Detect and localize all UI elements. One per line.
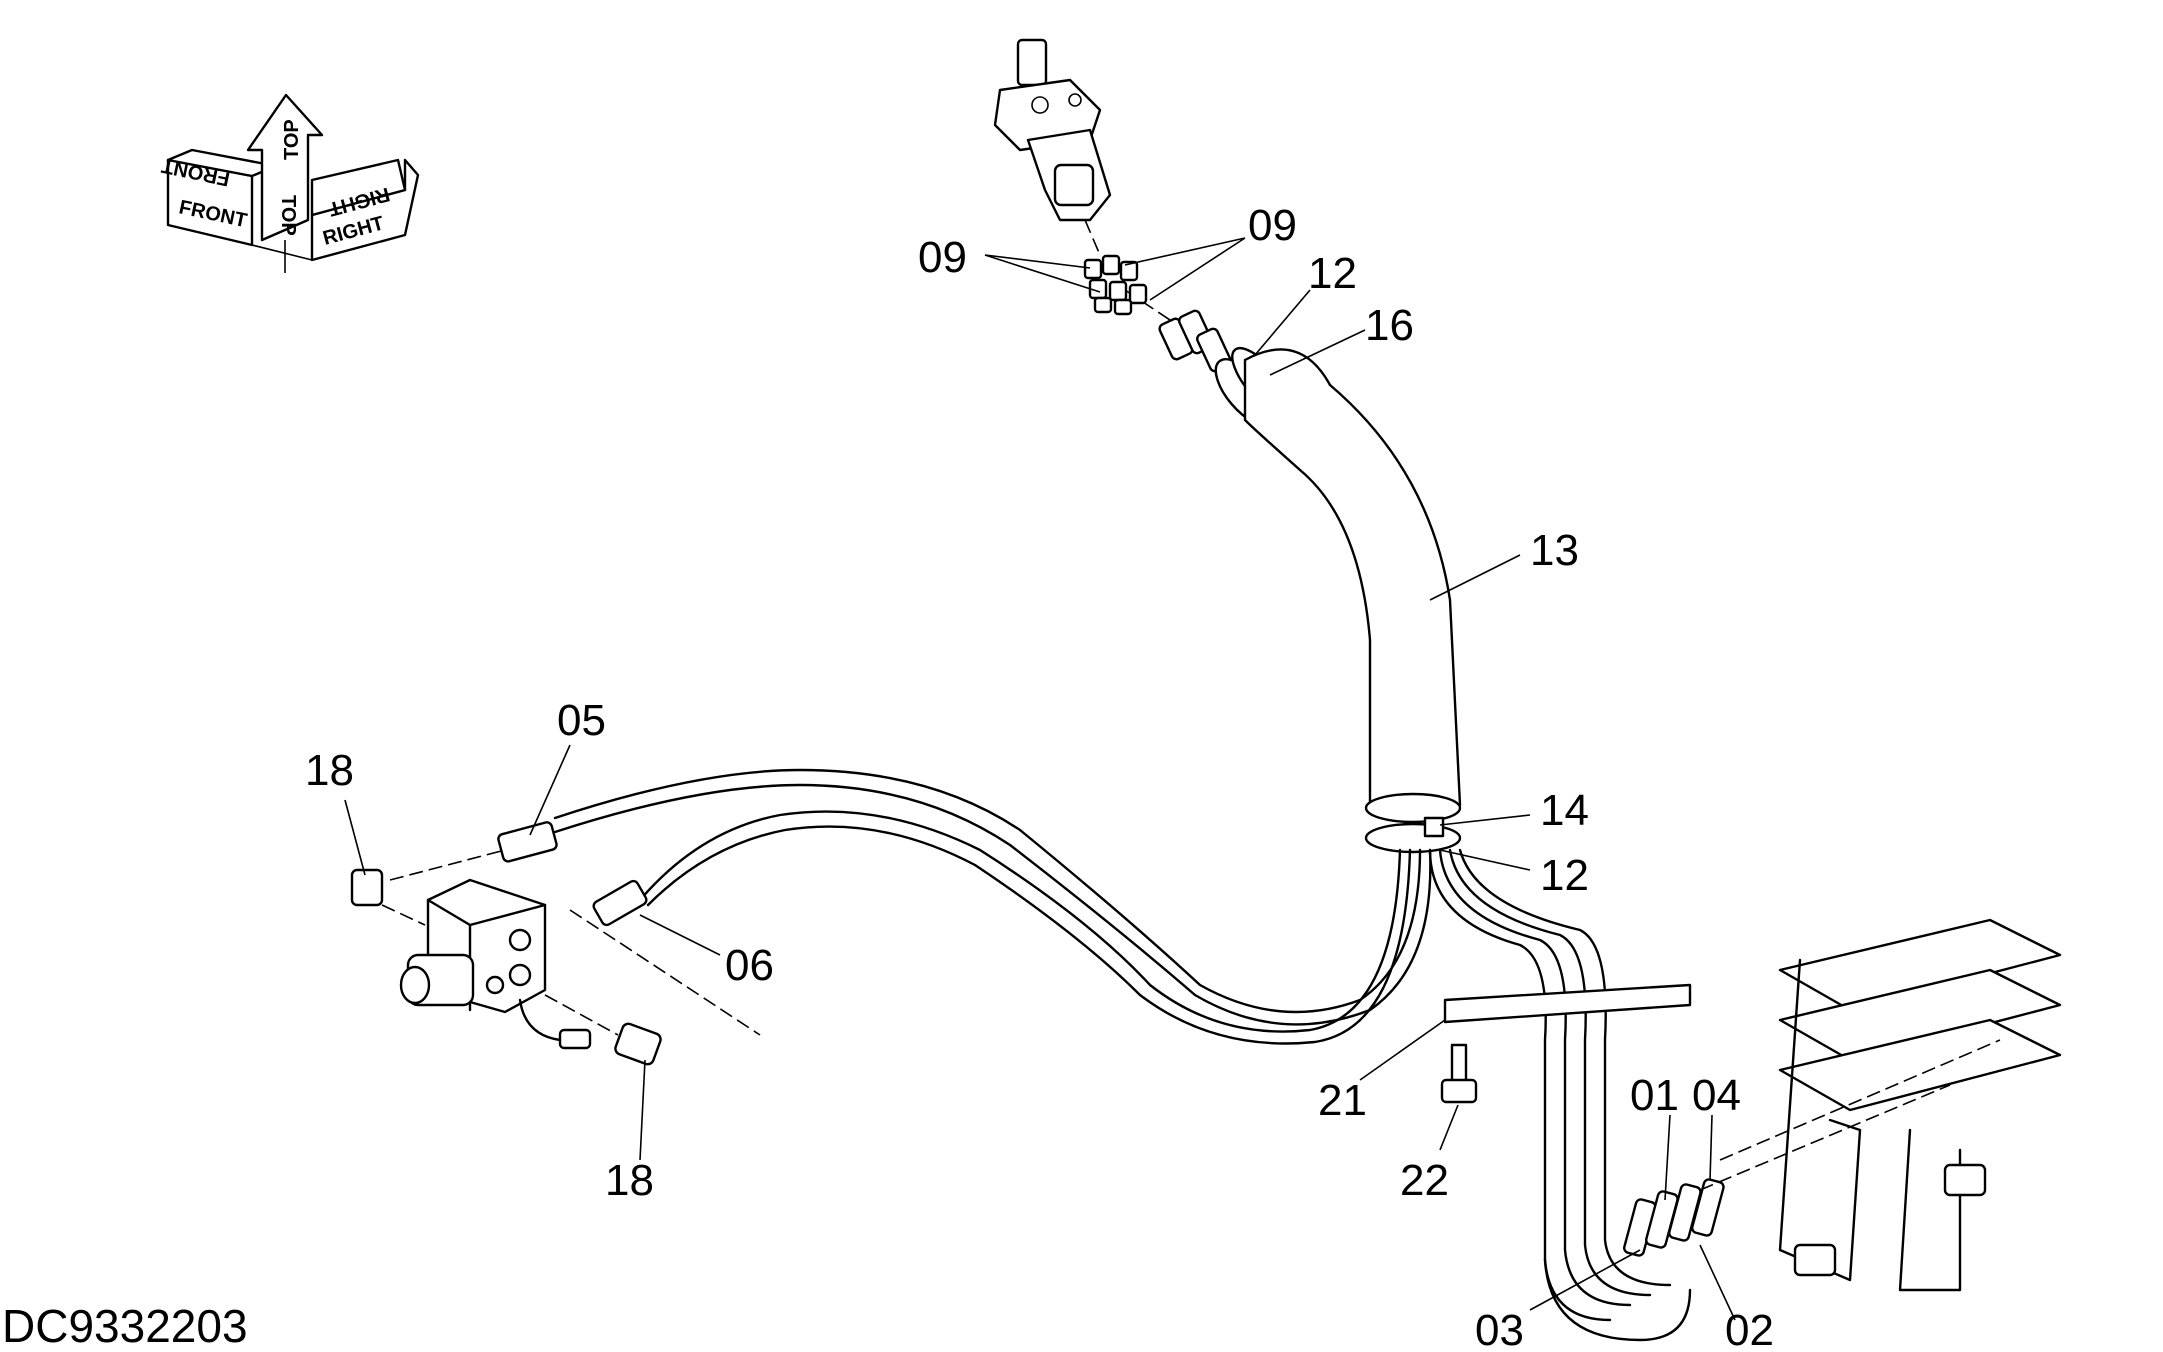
callout-03: 03 bbox=[1475, 1306, 1524, 1352]
callout-16: 16 bbox=[1365, 301, 1414, 350]
drawing-code: DC9332203 bbox=[2, 1300, 248, 1352]
callout-04: 04 bbox=[1692, 1071, 1741, 1120]
callout-13: 13 bbox=[1530, 526, 1579, 575]
right-arrow-top bbox=[310, 158, 407, 217]
control-valve-bank bbox=[1699, 918, 2062, 1292]
orientation-indicator: FRONT FRONT TOP TOP RIGHT RIGHT bbox=[160, 93, 420, 273]
top-arrow bbox=[246, 93, 324, 242]
callout-05: 05 bbox=[557, 696, 606, 745]
harness-cables bbox=[553, 768, 1692, 1342]
connector-05 bbox=[497, 821, 558, 863]
callout-14: 14 bbox=[1540, 786, 1589, 835]
bracket-21 bbox=[1443, 983, 1692, 1024]
leader-lines bbox=[344, 237, 1736, 1321]
callout-21: 21 bbox=[1318, 1076, 1367, 1125]
top-label: TOP bbox=[277, 195, 299, 236]
callout-02: 02 bbox=[1725, 1306, 1774, 1352]
callout-01: 01 bbox=[1630, 1071, 1679, 1120]
fitting-18-lower bbox=[614, 1022, 662, 1066]
callout-18-lower: 18 bbox=[605, 1156, 654, 1205]
callout-09-left: 09 bbox=[918, 233, 967, 282]
switch-connector bbox=[993, 38, 1171, 321]
callout-09-right: 09 bbox=[1248, 201, 1297, 250]
callout-12-top: 12 bbox=[1308, 249, 1357, 298]
callout-06: 06 bbox=[725, 941, 774, 990]
callout-22: 22 bbox=[1400, 1156, 1449, 1205]
top-label-mirrored: TOP bbox=[281, 119, 303, 160]
grommet-cluster bbox=[1083, 254, 1148, 316]
callout-18-upper: 18 bbox=[305, 746, 354, 795]
connector-06 bbox=[592, 879, 648, 927]
hose-fittings-01-04 bbox=[1623, 1178, 1725, 1257]
hose-sleeve-13 bbox=[1243, 348, 1462, 807]
fitting-18-upper bbox=[350, 868, 384, 907]
callout-12-bottom: 12 bbox=[1540, 851, 1589, 900]
solenoid-valve bbox=[399, 878, 592, 1050]
sleeve-clamp bbox=[1364, 792, 1462, 854]
bolt-22 bbox=[1440, 1043, 1478, 1104]
